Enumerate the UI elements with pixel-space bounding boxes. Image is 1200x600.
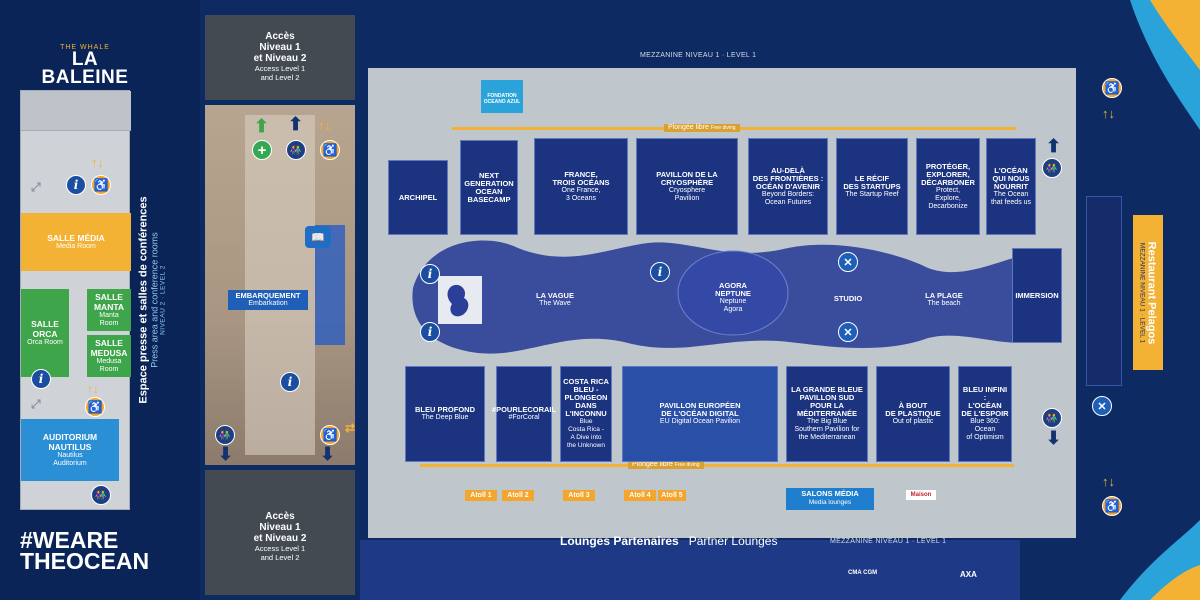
food-icon: ✕ (838, 322, 858, 342)
free-diving-line-bottom (420, 464, 1014, 467)
wheelchair-icon: ♿ (1102, 496, 1122, 516)
atoll-5[interactable]: Atoll 5 (658, 490, 686, 501)
arrow-up-icon: ⬆ (254, 116, 270, 136)
access-block-bottom (205, 470, 355, 595)
pavilion-costa-rica[interactable]: COSTA RICA BLEU - PLONGEON DANS L'INCONN… (560, 366, 612, 462)
restroom-icon: 👫 (1042, 408, 1062, 428)
food-icon: ✕ (1092, 396, 1112, 416)
transfer-icon: ⇄ (345, 421, 356, 435)
wheelchair-icon: ♿ (85, 397, 105, 417)
map-poster-image (447, 284, 469, 317)
hashtag-we-are-the-ocean: #WEARE THEOCEAN (20, 527, 150, 574)
wheelchair-icon: ♿ (320, 140, 340, 160)
wheelchair-icon: ♿ (91, 175, 111, 195)
arrow-up-icon: ⬆ (288, 114, 304, 134)
press-area-title: Espace presse et salles de conférences P… (137, 196, 167, 404)
atoll-3[interactable]: Atoll 3 (563, 490, 595, 501)
embarkation-hall (205, 105, 355, 465)
mezzanine-label-top: MEZZANINE NIVEAU 1 · LEVEL 1 (640, 52, 757, 59)
pavilion-archipel[interactable]: ARCHIPEL (388, 160, 448, 235)
brand-subtitle: THE WHALE (60, 44, 110, 51)
atoll-1[interactable]: Atoll 1 (465, 490, 497, 501)
atoll-2[interactable]: Atoll 2 (502, 490, 534, 501)
book-icon: 📖 (305, 226, 331, 248)
restroom-icon: 👫 (91, 485, 111, 505)
map-poster (438, 276, 482, 324)
fondation-oceano-azul[interactable]: FONDATION OCEANO AZUL (481, 80, 523, 113)
pavilion-next-generation[interactable]: NEXT GENERATION OCEAN BASECAMP (460, 140, 518, 235)
pavilion-la-grande-bleue[interactable]: LA GRANDE BLEUE PAVILLON SUD POUR LA MÉD… (786, 366, 868, 462)
brand-logo: THE WHALE LA BALEINE (40, 44, 130, 87)
atoll-4[interactable]: Atoll 4 (624, 490, 656, 501)
brand-name: LA BALEINE (41, 49, 129, 88)
stairs-icon: ↑↓ (91, 155, 104, 170)
partner-logo-cmacgm: CMA CGM (848, 570, 878, 576)
stairs-icon: ↑↓ (1102, 474, 1115, 489)
wheelchair-icon: ♿ (320, 425, 340, 445)
restaurant-pelagos[interactable]: Restaurant Pelagos MEZZANINE NIVEAU 1 · … (1133, 215, 1163, 370)
pavilion-pour-le-corail[interactable]: #POURLECORAIL#ForCoral (492, 366, 556, 462)
stairs-icon: ↑↓ (87, 382, 99, 396)
zone-studio[interactable]: STUDIO (833, 294, 863, 303)
info-icon: i (31, 369, 51, 389)
partner-logo-maison: Maison (906, 490, 936, 500)
first-aid-icon: + (252, 140, 272, 160)
arrow-up-icon: ⬆ (1046, 136, 1062, 156)
arrow-down-icon: ⬇ (1046, 428, 1062, 448)
partner-lounges-band (360, 540, 1020, 600)
info-icon: i (420, 264, 440, 284)
info-icon: i (66, 175, 86, 195)
arrow-down-icon: ⬇ (320, 444, 336, 464)
free-diving-label-bottom: Plongée libre Free diving (628, 461, 704, 469)
free-diving-label-top: Plongée libre Free diving (664, 124, 740, 132)
stairs-icon: ↑↓ (318, 118, 331, 133)
restroom-icon: 👫 (215, 425, 235, 445)
partner-lounges-label: Lounges Partenaires Partner Lounges (560, 534, 778, 548)
restaurant-seating (1086, 196, 1122, 386)
partner-logo-axa: AXA (960, 570, 977, 579)
arrow-down-icon: ⬇ (218, 444, 234, 464)
access-block-top (205, 15, 355, 100)
info-icon: i (420, 322, 440, 342)
wheelchair-icon: ♿ (1102, 78, 1122, 98)
zone-immersion[interactable]: IMMERSION (1012, 248, 1062, 343)
info-icon: i (280, 372, 300, 392)
food-icon: ✕ (838, 252, 858, 272)
central-wave-shape (412, 240, 1058, 354)
stairs-icon: ↑↓ (1102, 106, 1115, 121)
info-icon: i (650, 262, 670, 282)
mezzanine-label-bottom: MEZZANINE NIVEAU 1 · LEVEL 1 (830, 538, 947, 545)
restroom-icon: 👫 (286, 140, 306, 160)
escalator-icon: ⤢ (31, 397, 41, 411)
escalator-icon: ⤢ (31, 180, 41, 194)
restroom-icon: 👫 (1042, 158, 1062, 178)
